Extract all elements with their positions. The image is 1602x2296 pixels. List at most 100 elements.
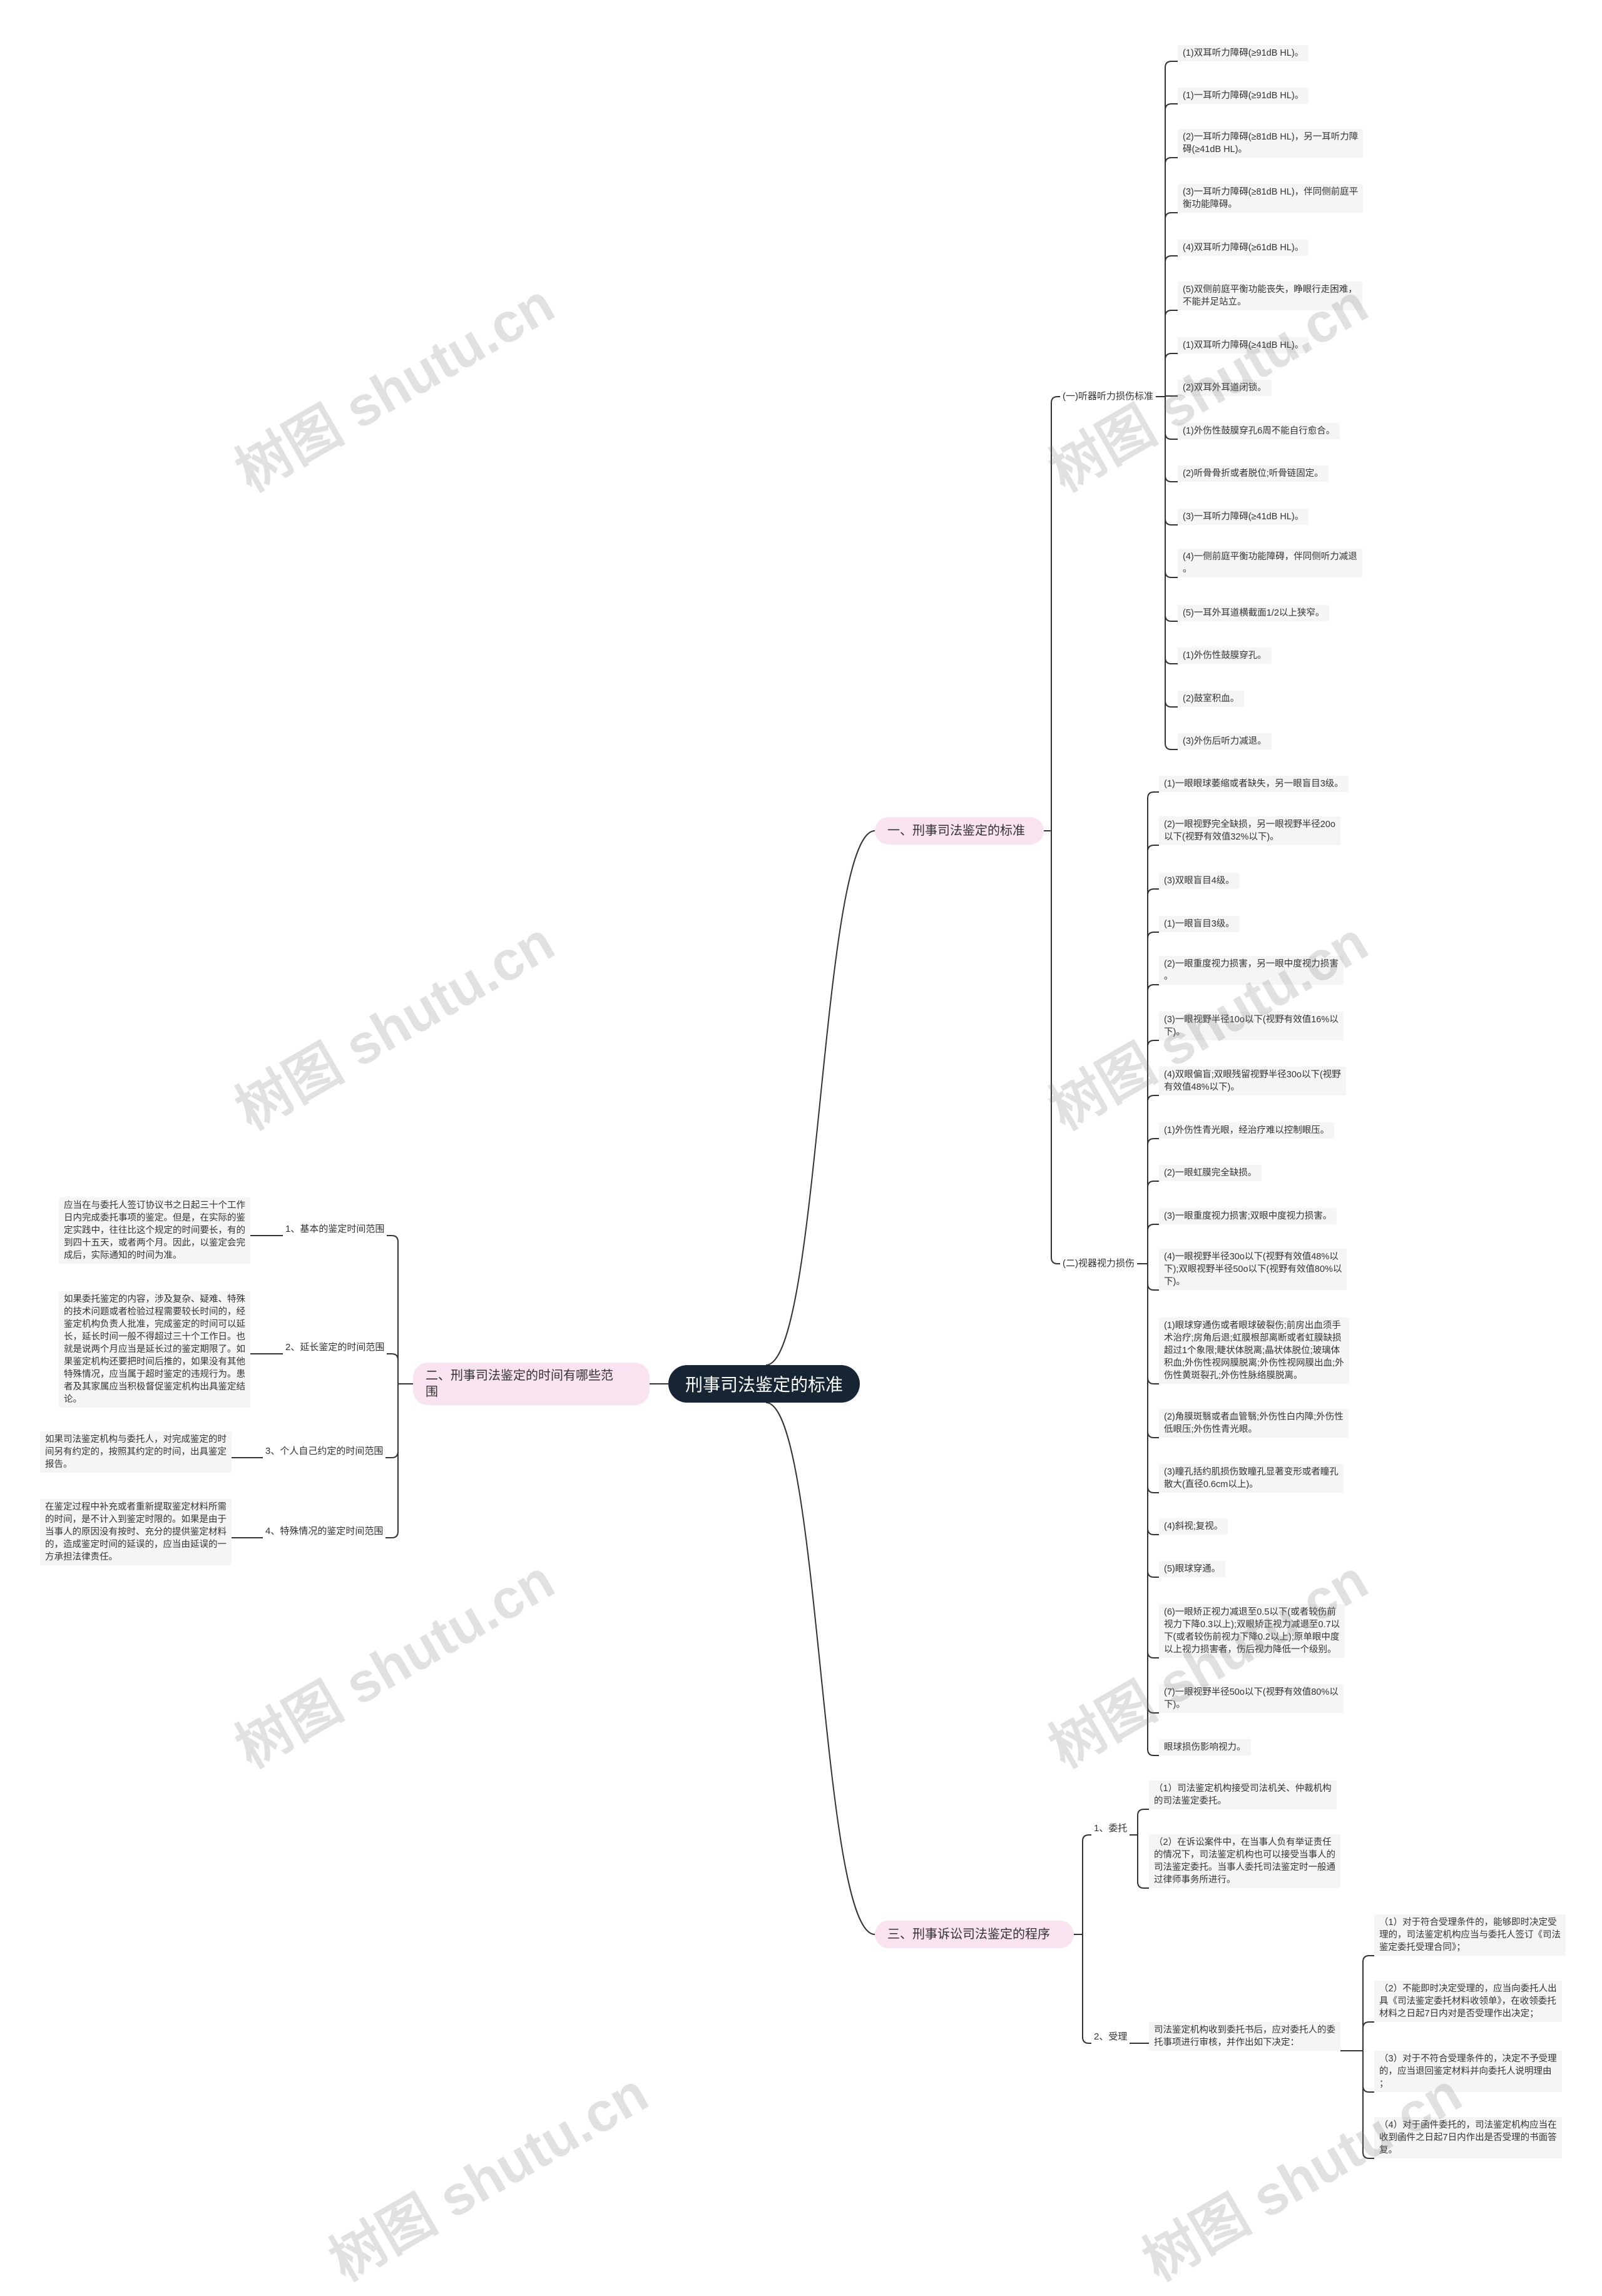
hearing-leaf: (5)一耳外耳道横截面1/2以上狭窄。: [1178, 605, 1330, 621]
connector-lines: [232, 61, 1374, 2159]
entrust-leaf: （1）司法鉴定机构接受司法机关、仲裁机构 的司法鉴定委托。: [1149, 1780, 1337, 1809]
procedure-entrust-label[interactable]: 1、委托: [1094, 1823, 1128, 1834]
bracket-branch: [1147, 1528, 1159, 1535]
vision-leaf: (3)双眼盲目4级。: [1159, 873, 1240, 889]
vision-leaf: (3)一眼重度视力损害;双眼中度视力损害。: [1159, 1208, 1337, 1224]
vision-leaf: (7)一眼视野半径50o以下(视野有效值80%以 下)。: [1159, 1684, 1344, 1713]
bracket-branch: [1165, 212, 1178, 220]
bracket-branch: [1165, 657, 1178, 664]
vision-leaf: (2)一眼重度视力损害，另一眼中度视力损害 。: [1159, 956, 1344, 985]
time-special-label[interactable]: 4、特殊情况的鉴定时间范围: [265, 1526, 384, 1537]
bracket-branch: [1051, 1257, 1060, 1264]
accept-review-text: 司法鉴定机构收到委托书后，应对委托人的委 托事项进行审核，并作出如下决定：: [1149, 2022, 1340, 2051]
bracket-branch: [1082, 2036, 1091, 2044]
bracket-branch: [1165, 475, 1178, 482]
bracket-branch: [1147, 1486, 1159, 1493]
bracket-branch: [1165, 432, 1178, 440]
bracket-branch: [1165, 103, 1178, 111]
time-basic-text: 应当在与委托人签订协议书之日起三十个工作 日内完成委托事项的鉴定。但是，在实际的…: [59, 1197, 250, 1264]
bracket-branch: [1165, 353, 1178, 360]
time-special-text: 在鉴定过程中补充或者重新提取鉴定材料所需 的时间，是不计入到鉴定时限的。如果是由…: [40, 1499, 232, 1565]
hearing-leaf: (1)一耳听力障碍(≥91dB HL)。: [1178, 88, 1309, 104]
bracket-branch: [1165, 571, 1178, 578]
bracket-branch: [1362, 2021, 1374, 2029]
bracket-branch: [1147, 791, 1159, 799]
hearing-leaf: (1)双耳听力障碍(≥91dB HL)。: [1178, 45, 1309, 61]
branch-criminal-litigation-procedure[interactable]: 三、刑事诉讼司法鉴定的程序: [875, 1921, 1074, 1948]
branch-forensic-time-ranges[interactable]: 二、刑事司法鉴定的时间有哪些范 围: [413, 1363, 650, 1405]
entrust-leaf: （2）在诉讼案件中，在当事人负有举证责任 的情况下，司法鉴定机构也可以接受当事人…: [1149, 1834, 1340, 1888]
bracket-branch: [1147, 1040, 1159, 1047]
vision-leaf: (2)角膜斑翳或者血管翳;外伤性白内障;外伤性 低眼压;外伤性青光眼。: [1159, 1409, 1349, 1438]
bracket-branch: [385, 1531, 399, 1538]
bracket-branch: [1147, 1138, 1159, 1145]
bracket-branch: [1147, 1377, 1159, 1384]
bracket-branch: [387, 1353, 399, 1361]
vision-leaf: (1)一眼眼球萎缩或者缺失，另一眼盲目3级。: [1159, 776, 1349, 792]
branch-criminal-forensic-standards[interactable]: 一、刑事司法鉴定的标准: [875, 817, 1044, 845]
time-extended-text: 如果委托鉴定的内容，涉及复杂、疑难、特殊 的技术问题或者检验过程需要较长时间的，…: [59, 1291, 250, 1408]
bracket-branch: [1165, 61, 1178, 68]
bracket-branch: [1147, 1224, 1159, 1231]
hearing-leaf: (4)一侧前庭平衡功能障碍，伴同侧听力减退 。: [1178, 549, 1362, 577]
procedure-accept-label[interactable]: 2、受理: [1094, 2031, 1128, 2042]
vision-leaf: (2)一眼视野完全缺损，另一眼视野半径20o 以下(视野有效值32%以下)。: [1159, 816, 1340, 845]
hearing-leaf: (5)双侧前庭平衡功能丧失，睁眼行走困难， 不能并足站立。: [1178, 282, 1362, 310]
bracket-branch: [1362, 1955, 1374, 1963]
bracket-branch: [1051, 396, 1060, 404]
time-extended-label[interactable]: 2、延长鉴定的时间范围: [285, 1342, 385, 1353]
bracket-branch: [1137, 1809, 1149, 1816]
hearing-leaf: (2)一耳听力障碍(≥81dB HL)，另一耳听力障 碍(≥41dB HL)。: [1178, 129, 1364, 158]
bracket-branch: [385, 1451, 399, 1458]
bracket-branch: [1165, 157, 1178, 165]
vision-leaf: (4)一眼视野半径30o以下(视野有效值48%以 下);双眼视野半径50o以下(…: [1159, 1249, 1347, 1290]
vision-leaf: (1)外伤性青光眼，经治疗难以控制眼压。: [1159, 1122, 1335, 1139]
bracket-branch: [1165, 255, 1178, 263]
bracket-branch: [1147, 888, 1159, 896]
vision-leaf: (4)斜视;复视。: [1159, 1518, 1228, 1535]
vision-leaf: (6)一眼矫正视力减退至0.5以下(或者较伤前 视力下降0.3以上);双眼矫正视…: [1159, 1604, 1345, 1658]
time-agreed-text: 如果司法鉴定机构与委托人，对完成鉴定的时 间另有约定的，按照其约定的时间，出具鉴…: [40, 1431, 232, 1473]
hearing-leaf: (3)一耳听力障碍(≥41dB HL)。: [1178, 509, 1309, 525]
bracket-branch: [387, 1235, 399, 1242]
accept-leaf: （3）对于不符合受理条件的，决定不予受理 的，应当退回鉴定材料并向委托人说明理由…: [1374, 2051, 1562, 2092]
bracket-branch: [1147, 1651, 1159, 1659]
bracket-branch: [1362, 2151, 1374, 2159]
bracket-branch: [1147, 1095, 1159, 1102]
bracket-branch: [1147, 1706, 1159, 1714]
hearing-leaf: (2)鼓室积血。: [1178, 691, 1245, 707]
accept-leaf: （2）不能即时决定受理的，应当向委托人出 具《司法鉴定委托材料收领单》，在收领委…: [1374, 1981, 1562, 2022]
bracket-branch: [1165, 614, 1178, 622]
bracket-branch: [1165, 518, 1178, 526]
vision-leaf: (2)一眼虹膜完全缺损。: [1159, 1165, 1262, 1181]
hearing-leaf: (2)双耳外耳道闭锁。: [1178, 380, 1272, 396]
bracket-branch: [1137, 1881, 1149, 1889]
bracket-branch: [1147, 1749, 1159, 1756]
hearing-leaf: (3)外伤后听力减退。: [1178, 733, 1272, 749]
bracket-branch: [1147, 932, 1159, 939]
vision-leaf: (3)一眼视野半径10o以下(视野有效值16%以 下)。: [1159, 1012, 1344, 1040]
time-basic-label[interactable]: 1、基本的鉴定时间范围: [285, 1224, 385, 1234]
bracket-branch: [1082, 1834, 1091, 1842]
sub-vision-injury-standard[interactable]: (二)视器视力损伤: [1063, 1258, 1135, 1269]
bracket-branch: [1147, 984, 1159, 992]
branch-connector: [765, 1402, 875, 1935]
vision-leaf: (4)双眼偏盲;双眼残留视野半径30o以下(视野 有效值48%以下)。: [1159, 1067, 1346, 1095]
hearing-leaf: (4)双耳听力障碍(≥61dB HL)。: [1178, 240, 1309, 256]
bracket-branch: [1165, 743, 1178, 750]
bracket-branch: [1147, 1431, 1159, 1438]
hearing-leaf: (1)双耳听力障碍(≥41dB HL)。: [1178, 337, 1309, 353]
time-agreed-label[interactable]: 3、个人自己约定的时间范围: [265, 1446, 384, 1456]
bracket-branch: [1147, 1283, 1159, 1291]
sub-hearing-injury-standard[interactable]: (一)听器听力损伤标准: [1063, 391, 1153, 402]
accept-leaf: （4）对于函件委托的，司法鉴定机构应当在 收到函件之日起7日内作出是否受理的书面…: [1374, 2117, 1562, 2158]
hearing-leaf: (2)听骨骨折或者脱位;听骨链固定。: [1178, 465, 1329, 482]
vision-leaf: (1)眼球穿通伤或者眼球破裂伤;前房出血须手 术治疗;房角后退;虹膜根部离断或者…: [1159, 1318, 1349, 1384]
root-topic[interactable]: 刑事司法鉴定的标准: [668, 1365, 860, 1403]
bracket-branch: [1147, 1181, 1159, 1188]
accept-leaf: （1）对于符合受理条件的，能够即时决定受 理的，司法鉴定机构应当与委托人签订《司…: [1374, 1914, 1566, 1956]
hearing-leaf: (3)一耳听力障碍(≥81dB HL)，伴同侧前庭平 衡功能障碍。: [1178, 184, 1364, 213]
bracket-branch: [1147, 1570, 1159, 1578]
vision-leaf: (5)眼球穿通。: [1159, 1561, 1226, 1577]
bracket-branch: [1362, 2085, 1374, 2093]
